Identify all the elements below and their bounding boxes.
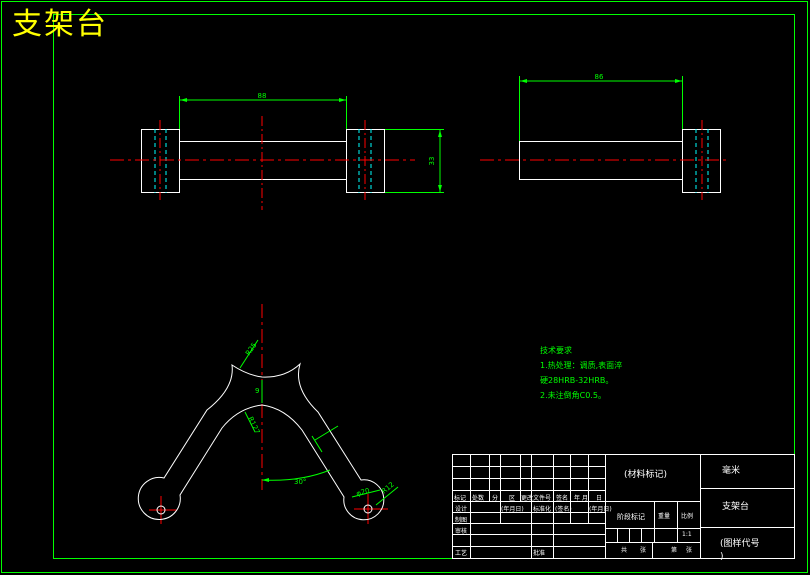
side-view-right — [480, 76, 728, 200]
tb-unit: 毫米 — [722, 466, 741, 476]
tb-approve: 批准 — [533, 550, 546, 557]
tb-header-2: 分 — [492, 495, 499, 502]
drawing-title: 支架台 — [12, 7, 108, 42]
tb-sign-date: (年月日) — [501, 506, 524, 513]
dim-86: 86 — [595, 73, 604, 81]
tb-date2: (年月日) — [589, 506, 612, 513]
dim-angle: 30° — [294, 478, 306, 486]
tech-heading: 技术要求 — [540, 346, 572, 355]
inner-frame — [53, 14, 795, 559]
tb-sheets: 张 — [640, 547, 647, 554]
tb-process: 工艺 — [455, 550, 468, 557]
tb-drawing-no-cont: ) — [720, 552, 724, 562]
dim-88: 88 — [258, 92, 267, 100]
tb-drawing-no: (图样代号 — [720, 539, 760, 549]
tb-header-6: 年 — [574, 495, 581, 502]
front-view-left — [110, 96, 444, 210]
dim-r12: R12 — [380, 481, 396, 496]
tb-stage-mark: 阶段标记 — [617, 513, 645, 521]
tb-scale: 1:1 — [682, 531, 692, 538]
tech-requirements: 技术要求 1.热处理：调质,表面淬 硬28HRB-32HRB。 2.未注倒角C0… — [540, 343, 622, 403]
tb-page: 第 — [671, 547, 678, 554]
tb-part-name: 支架台 — [722, 502, 750, 512]
tech-line-1: 1.热处理：调质,表面淬 — [540, 361, 623, 370]
tb-checker: 审核 — [455, 528, 468, 535]
tb-page-sheet: 张 — [686, 547, 693, 554]
tb-header-1: 处数 — [472, 495, 485, 502]
tb-header-7: 月 — [582, 495, 589, 502]
dim-hole: φ20 — [355, 487, 370, 498]
dim-r127: R127 — [246, 415, 261, 435]
tb-sign: (签名) — [555, 506, 572, 513]
dim-r25: R25 — [244, 341, 258, 357]
tb-material: (材料标记) — [624, 470, 668, 480]
tb-header-5: 签名 — [556, 495, 569, 502]
dim-33: 33 — [428, 157, 436, 166]
tech-line-3: 2.未注倒角C0.5。 — [540, 391, 606, 400]
tb-weight: 重量 — [658, 513, 671, 520]
plan-view — [137, 304, 399, 524]
title-block-grid — [452, 454, 795, 559]
tb-header-0: 标记 — [454, 495, 467, 502]
tb-drawing-check: 制图 — [455, 517, 468, 524]
tb-total: 共 — [621, 547, 628, 554]
tb-scale-label: 比例 — [681, 513, 694, 520]
tb-header-3: 区 — [509, 495, 516, 502]
tb-header-8: 日 — [596, 495, 603, 502]
tb-standard: 标准化 — [533, 506, 552, 513]
tech-line-2: 硬28HRB-32HRB。 — [540, 376, 614, 385]
tb-designer: 设计 — [455, 506, 468, 513]
tb-header-4: 更改文件号 — [521, 495, 552, 502]
dim-gap: 9 — [255, 387, 259, 395]
